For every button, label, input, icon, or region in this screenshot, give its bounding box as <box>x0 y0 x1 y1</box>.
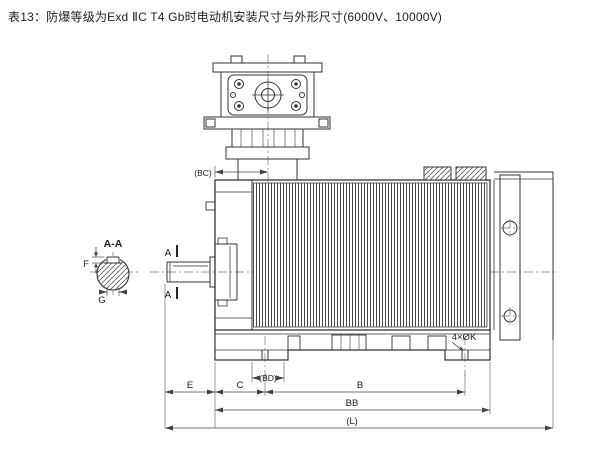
feet-and-base: 4×ØK <box>214 330 491 361</box>
flange-bolt-icon <box>291 79 301 89</box>
flange-side-hole-left <box>230 92 236 98</box>
bottom-dimensions: (BD) E C B BB (L) <box>164 284 554 431</box>
section-cut-marks: A A <box>165 245 178 301</box>
cooling-fins <box>253 183 487 327</box>
flange-bolt-icon <box>291 101 301 111</box>
base-stiffener <box>427 335 447 351</box>
terminal-box-base-plate <box>203 116 331 130</box>
section-view-aa: A-A F G <box>83 238 130 306</box>
bd-label: (BD) <box>259 373 277 383</box>
bearing-cap-bolt-top <box>217 237 228 245</box>
e-label: E <box>187 380 193 391</box>
c-label: C <box>237 380 244 391</box>
shaft-shoulder <box>209 256 216 288</box>
terminal-box-flange <box>227 74 308 116</box>
b-label: B <box>357 380 363 391</box>
terminal-box-lower-flange <box>225 146 310 160</box>
terminal-box-top-bolt-right <box>293 55 306 64</box>
holes-leader-arrow <box>458 346 464 351</box>
keyway-blank <box>106 256 120 263</box>
lifting-lug-right <box>455 166 487 181</box>
terminal-box-adapter <box>237 158 298 181</box>
flange-bolt-icon <box>234 79 244 89</box>
flange-bolt-center <box>237 104 241 108</box>
motor-body <box>205 179 491 331</box>
lifting-lug-left <box>423 166 452 181</box>
dimension-bc: (BC) <box>194 166 268 178</box>
feet-outline <box>214 330 491 361</box>
shaft <box>166 256 216 288</box>
terminal-box-top-bolt-left <box>230 55 243 64</box>
right-side-details <box>423 166 554 341</box>
flange-side-hole-right <box>299 92 305 98</box>
base-junction-block <box>331 334 367 351</box>
terminal-box-neck <box>231 128 304 148</box>
flange-bolt-center <box>237 82 241 86</box>
terminal-box-cover-plate <box>212 62 323 73</box>
lower-bracket-hole <box>503 309 517 323</box>
section-view-label: A-A <box>104 238 123 250</box>
end-bracket <box>499 174 521 341</box>
section-marker-bottom: A <box>165 290 172 301</box>
motor-frame-outline <box>214 179 491 331</box>
bc-label: (BC) <box>194 168 212 178</box>
base-plate-bolt-left <box>205 118 216 128</box>
base-stiffener <box>391 335 411 351</box>
f-arrow-up <box>94 263 98 268</box>
base-plate-bolt-right <box>318 118 329 128</box>
holes-label: 4×ØK <box>452 332 477 343</box>
flange-bolt-center <box>294 82 298 86</box>
section-marker-top: A <box>165 248 172 259</box>
l-label: (L) <box>346 416 358 427</box>
f-arrow-down <box>94 252 98 257</box>
f-label: F <box>83 259 89 270</box>
holes-leader-line <box>451 341 461 350</box>
terminal-box <box>203 55 331 181</box>
g-label: G <box>98 295 105 306</box>
flange-bolt-icon <box>234 101 244 111</box>
bearing-cap-bolt-bottom <box>217 299 228 307</box>
grease-fitting <box>205 201 216 211</box>
eyebolt-hole <box>502 220 518 236</box>
base-stiffener <box>287 335 301 351</box>
bb-label: BB <box>346 398 359 409</box>
table-title: 表13：防爆等级为Exd ⅡC T4 Gb时电动机安装尺寸与外形尺寸(6000V… <box>8 10 443 24</box>
flange-bolt-center <box>294 104 298 108</box>
